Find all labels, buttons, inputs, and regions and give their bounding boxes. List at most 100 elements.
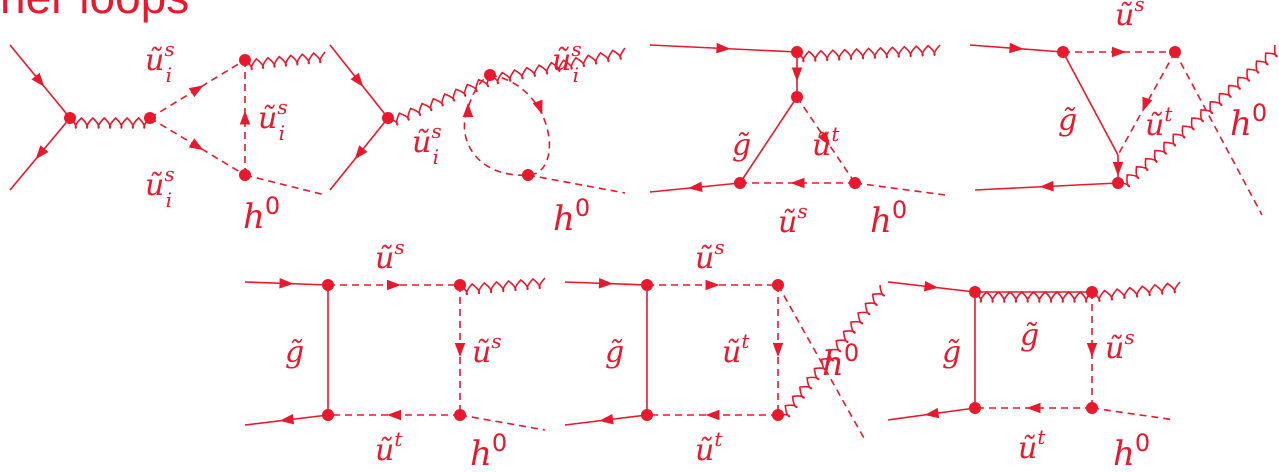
arrow-head xyxy=(35,145,49,160)
higgs-line xyxy=(1091,407,1176,421)
vertex-dot xyxy=(791,91,803,103)
vertex-dot xyxy=(239,169,251,181)
vertex-dot xyxy=(144,112,156,124)
arrow-head xyxy=(454,343,466,357)
squark-label: ũs xyxy=(472,329,502,370)
higgs-label: h0 xyxy=(1230,99,1267,144)
higgs-line xyxy=(459,414,546,431)
squark-line xyxy=(149,117,246,176)
arrow-head xyxy=(688,181,703,193)
arrow-head xyxy=(350,72,364,87)
higgs-line xyxy=(854,182,946,196)
gluon-line xyxy=(69,116,151,129)
gluon-line xyxy=(777,284,885,418)
squark-label: ũt xyxy=(1145,102,1173,143)
gluino-label: g̃ xyxy=(605,335,624,370)
gluon-line xyxy=(1117,44,1278,188)
gluon-line xyxy=(459,277,546,296)
arrow-head xyxy=(188,138,204,151)
arrow-head xyxy=(1112,46,1126,58)
arrow-head xyxy=(923,280,939,292)
arrow-head xyxy=(924,407,940,419)
vertex-dot xyxy=(1086,286,1098,298)
vertex-dot xyxy=(641,279,653,291)
arrow-head xyxy=(772,343,784,357)
gluino-line xyxy=(739,96,798,184)
arrow-head xyxy=(279,413,295,425)
gluino-label: g̃ xyxy=(1020,318,1039,353)
squark-label: ũt xyxy=(812,122,840,163)
vertex-dot xyxy=(969,286,981,298)
vertex-dot xyxy=(1112,177,1124,189)
vertex-dot xyxy=(322,279,334,291)
gluino-label: g̃ xyxy=(732,128,751,163)
higgs-label: h0 xyxy=(243,192,280,237)
gluino-label: g̃ xyxy=(285,335,304,370)
higgs-label: h0 xyxy=(1113,429,1150,472)
vertex-dot xyxy=(454,409,466,421)
gluon-line xyxy=(489,47,626,85)
squark-label: ũt xyxy=(695,427,723,468)
arrow-head xyxy=(1142,96,1153,112)
vertex-dot xyxy=(1086,402,1098,414)
arrow-head xyxy=(532,99,543,115)
vertex-dot xyxy=(454,279,466,291)
gluon-line xyxy=(1091,281,1181,302)
vertex-dot xyxy=(772,279,784,291)
vertex-dot xyxy=(969,402,981,414)
arrow-head xyxy=(31,72,45,87)
arrow-head xyxy=(239,110,251,125)
vertex-dot xyxy=(772,409,784,421)
squark-label: ũt xyxy=(375,427,403,468)
arrow-head xyxy=(387,409,401,421)
vertex-dot xyxy=(1057,46,1069,58)
arrow-head xyxy=(790,177,805,189)
vertex-dot xyxy=(849,177,861,189)
squark-label: ũs xyxy=(778,199,808,240)
arrow-head xyxy=(705,279,720,291)
gluon-line xyxy=(796,44,941,63)
squark-label: ũs xyxy=(1115,0,1145,33)
squark-line xyxy=(1117,51,1176,156)
arrow-head xyxy=(354,145,368,160)
arrow-head xyxy=(387,279,401,291)
squark-label: ũt xyxy=(1018,425,1046,466)
vertex-dot xyxy=(641,409,653,421)
arrow-head xyxy=(599,413,614,425)
vertex-dot xyxy=(239,54,251,66)
vertex-dot xyxy=(734,177,746,189)
vertex-dot xyxy=(382,112,394,124)
gluino-label: g̃ xyxy=(942,335,961,370)
vertex-dot xyxy=(1169,46,1181,58)
arrow-head xyxy=(705,409,720,421)
arrow-head xyxy=(1026,402,1041,414)
higgs-label: h0 xyxy=(870,196,907,241)
arrow-head xyxy=(462,103,474,117)
vertex-dot xyxy=(791,46,803,58)
arrow-head xyxy=(791,67,803,82)
squark-label: ũs xyxy=(1105,325,1135,366)
squark-label: ũs xyxy=(695,235,725,276)
gluino-label: g̃ xyxy=(1058,103,1077,138)
arrow-head xyxy=(188,85,204,98)
arrow-head xyxy=(279,278,294,289)
squark-label: ũs xyxy=(375,235,405,276)
vertex-dot xyxy=(64,112,76,124)
vertex-dot xyxy=(522,169,534,181)
gluon-line xyxy=(387,74,491,126)
higgs-label: h0 xyxy=(470,429,507,472)
gluon-line xyxy=(244,51,326,71)
higgs-line xyxy=(777,284,866,441)
squark-loop xyxy=(463,74,551,176)
arrow-head xyxy=(1086,343,1098,357)
arrow-head xyxy=(1112,162,1124,176)
higgs-line xyxy=(527,174,626,194)
higgs-label: h0 xyxy=(822,339,859,384)
gluino-line xyxy=(1062,51,1119,156)
gluon-line xyxy=(974,290,1093,303)
vertex-dot xyxy=(322,409,334,421)
